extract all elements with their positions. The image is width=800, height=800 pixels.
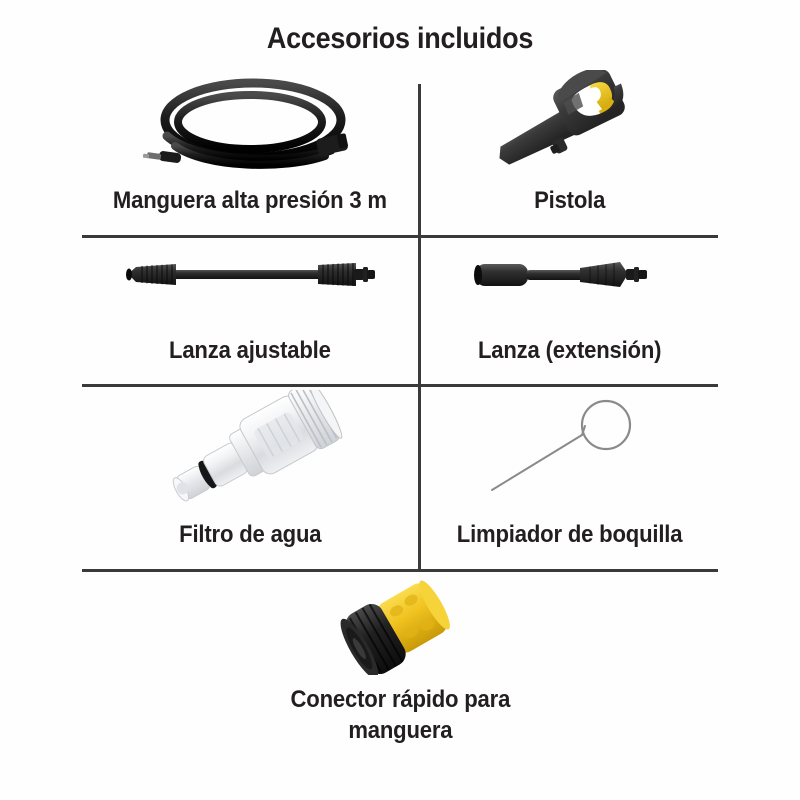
coiled-high-pressure-hose-icon: [82, 70, 418, 180]
accessory-item-gun: Pistola: [421, 70, 718, 235]
accessory-label-hose-connector: Conector rápido para manguera: [290, 685, 510, 746]
accessory-item-water-filter: Filtro de agua: [82, 390, 418, 569]
accessory-label-hose-connector-line2: manguera: [347, 716, 453, 744]
accessory-label-hose: Manguera alta presión 3 m: [113, 187, 387, 214]
accessory-item-nozzle-cleaner: Limpiador de boquilla: [421, 390, 718, 569]
accessory-item-lance-adjustable: Lanza ajustable: [82, 240, 418, 384]
accessory-label-nozzle-cleaner: Limpiador de boquilla: [456, 521, 683, 548]
nozzle-cleaning-pin-icon: [421, 390, 718, 512]
grid-divider-horizontal-3: [82, 569, 718, 572]
accessory-item-hose: Manguera alta presión 3 m: [82, 70, 418, 235]
accessory-label-lance-extension: Lanza (extensión): [477, 337, 662, 364]
grid-divider-horizontal-2: [82, 384, 718, 387]
accessory-label-water-filter: Filtro de agua: [178, 521, 322, 548]
grid-divider-vertical-1: [418, 84, 421, 236]
page-title: Accesorios incluidos: [266, 22, 534, 55]
grid-divider-vertical-2: [418, 238, 421, 385]
grid-divider-vertical-3: [418, 387, 421, 570]
grid-divider-horizontal-1: [82, 235, 718, 238]
water-filter-icon: [82, 390, 418, 512]
spray-gun-icon: [421, 70, 718, 180]
accessory-label-hose-connector-line1: Conector rápido para: [290, 686, 510, 713]
quick-hose-connector-icon: [82, 575, 718, 675]
accessory-item-lance-extension: Lanza (extensión): [421, 240, 718, 384]
accessory-label-lance-adjustable: Lanza ajustable: [169, 337, 331, 364]
extension-lance-icon: [421, 240, 718, 326]
accessory-label-gun: Pistola: [533, 187, 606, 214]
adjustable-lance-icon: [82, 240, 418, 326]
accessory-item-hose-connector: Conector rápido para manguera: [82, 575, 718, 765]
